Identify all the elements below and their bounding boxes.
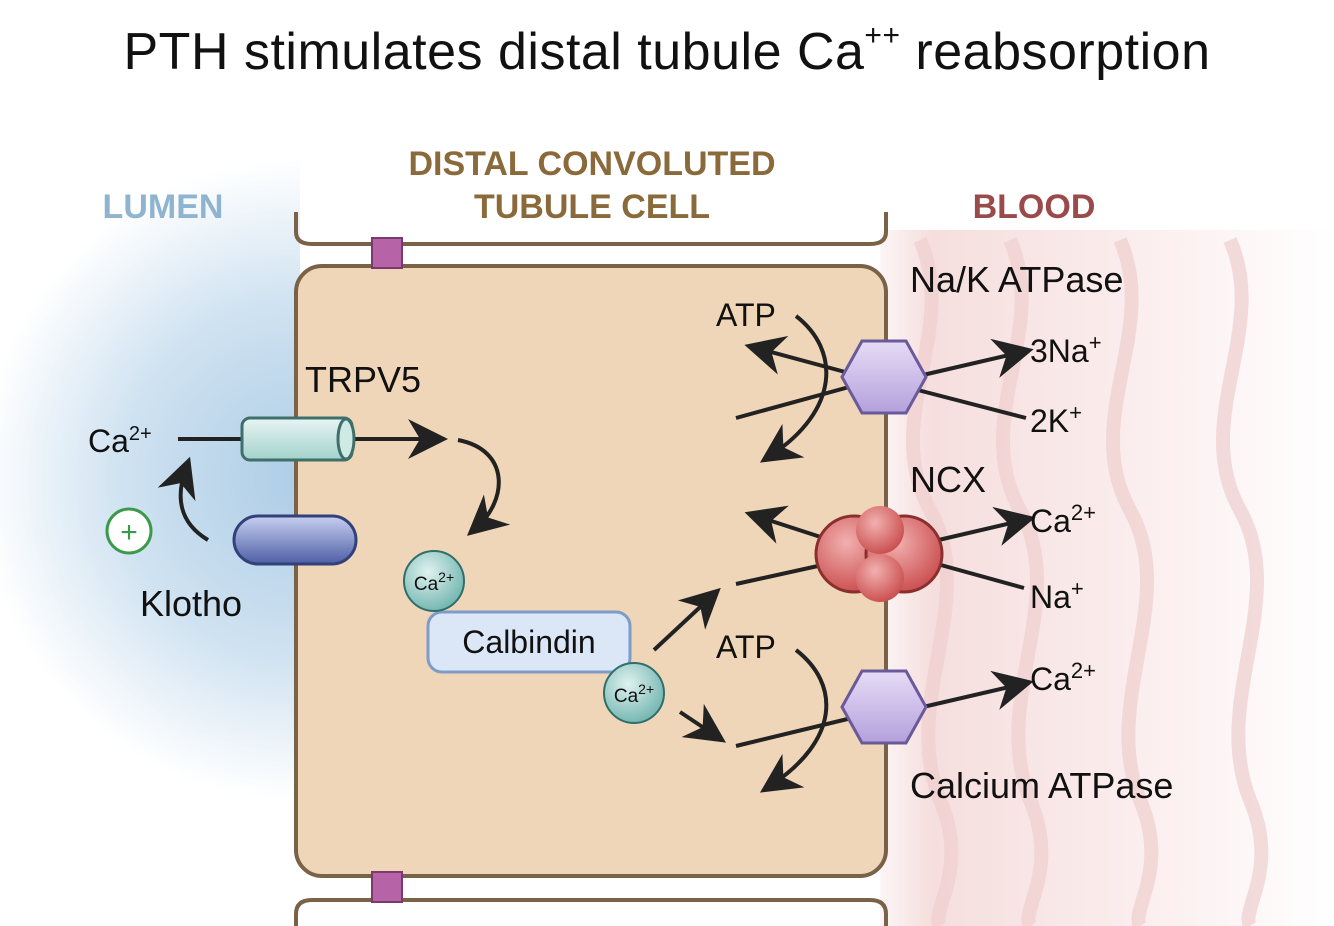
calcium-atpase-pump [840,669,928,745]
adjacent-cell-bottom [294,898,888,926]
pmca-atp-arrow [759,648,829,793]
ncx-label: NCX [910,459,986,500]
ncx-ca-efflux-arrow [929,506,1036,546]
klotho-protein [232,514,358,566]
tight-junction-bottom [371,871,403,903]
k2-label: 2K+ [1030,400,1082,439]
ncx-ca-label: Ca2+ [1030,500,1096,539]
lumen-label: LUMEN [103,188,224,226]
calcium-atpase-label: Calcium ATPase [910,765,1173,806]
ncx-exchanger [814,506,944,602]
ncx-na-label: Na+ [1030,576,1084,615]
nak-atp-arrow [759,314,829,463]
tight-junction-top [371,237,403,269]
nak-atpase-label: Na/K ATPase [910,259,1123,300]
klotho-activation-arrow [157,456,210,542]
klotho-label: Klotho [140,583,242,624]
pmca-ca-label: Ca2+ [1030,658,1096,697]
adjacent-cell-top [294,212,888,246]
nak-atp-label: ATP [716,297,776,333]
pmca-atp-label: ATP [716,629,776,665]
na-out-from-cell-arrow [744,335,861,378]
k-into-cell-line [735,382,861,420]
pmca-ca-efflux-arrow [909,670,1034,712]
ca-to-pmca-arrow [678,703,726,743]
plus-icon [105,507,153,555]
ca-to-calbindin-arrow [457,438,511,536]
calbindin-label: Calbindin [462,624,595,660]
slide-title: PTH stimulates distal tubule Ca++ reabso… [123,18,1211,81]
ca-ion-2: Ca2+ [603,662,665,724]
na-efflux-arrow [909,338,1034,380]
ca-ion-1: Ca2+ [403,550,465,612]
calbindin-protein [426,610,632,674]
pmca-ca-from-cell-line [735,714,861,748]
nak-atpase-pump [840,339,928,415]
svg-text:Ca2+: Ca2+ [614,681,654,707]
blood-label: BLOOD [973,188,1096,226]
trpv5-channel [240,416,356,462]
svg-text:Ca2+: Ca2+ [414,569,454,595]
lumen-ca-label: Ca2+ [88,423,152,459]
cell-label-line2: TUBULE CELL [474,188,710,226]
k-influx-line [909,386,1027,420]
ca-to-ncx-arrow [652,587,721,652]
na3-label: 3Na+ [1030,330,1102,369]
ncx-na-influx-line [929,560,1025,590]
plus-symbol: + [120,516,138,549]
cell-label-line1: DISTAL CONVOLUTED [408,145,775,183]
trpv5-label: TRPV5 [305,359,421,400]
